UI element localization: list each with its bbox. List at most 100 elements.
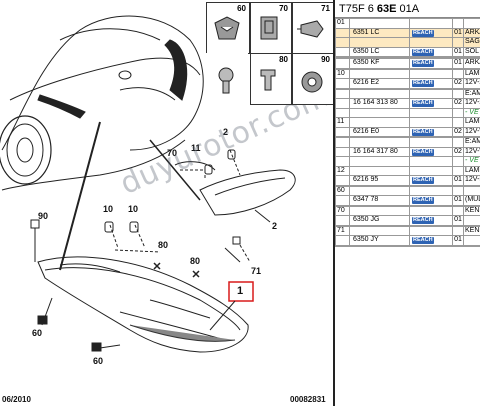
qty-cell: 02 <box>452 126 464 137</box>
part-number-cell[interactable]: 6350 JG <box>349 215 410 226</box>
ref-cell: 11 <box>335 117 350 128</box>
part-number-cell <box>349 107 410 118</box>
ref-cell <box>335 146 350 157</box>
part-number-cell <box>349 137 410 148</box>
ref-cell: 60 <box>335 185 350 196</box>
qty-cell <box>452 205 464 216</box>
description-cell <box>463 184 480 187</box>
description-cell <box>463 136 480 138</box>
callout-80-b: 80 <box>190 256 201 266</box>
description-cell: - VE YA <box>463 107 480 118</box>
clip-60-icon <box>214 16 240 40</box>
table-row <box>335 244 480 247</box>
description-cell: (MUL) K <box>463 195 480 206</box>
qty-cell <box>452 18 464 29</box>
part-number-cell[interactable]: 6350 KF <box>349 58 410 69</box>
description-cell <box>463 67 480 70</box>
reach-badge: REACH <box>412 148 434 156</box>
callout-71: 71 <box>251 266 262 276</box>
table-row: SAĞ <box>335 37 480 48</box>
part-number-cell[interactable]: 16 164 317 80 <box>349 146 410 157</box>
part-number-cell[interactable]: 6350 LC <box>349 46 410 57</box>
qty-cell <box>452 244 464 247</box>
ref-cell <box>335 215 350 226</box>
callout-60-b: 60 <box>93 356 104 366</box>
description-cell: LAMBA <box>463 68 480 79</box>
reach-cell: REACH <box>409 146 453 157</box>
qty-cell: 01 <box>452 215 464 226</box>
description-cell <box>463 185 480 196</box>
clip-cell-71[interactable]: 71 <box>292 2 334 54</box>
reach-cell <box>409 68 453 79</box>
part-number-cell <box>349 68 410 79</box>
description-cell <box>463 244 480 247</box>
qty-cell: 01 <box>452 175 464 186</box>
part-number-cell <box>349 165 410 176</box>
ref-cell: 70 <box>335 205 350 216</box>
description-cell: 12V-W16 <box>463 126 480 137</box>
clip-cell-60[interactable]: 60 <box>206 2 250 54</box>
table-row: 10LAMBA <box>335 68 480 79</box>
callout-2: 2 <box>272 221 278 231</box>
reach-cell <box>409 165 453 176</box>
callout-60-a: 60 <box>32 328 43 338</box>
part-number-cell[interactable]: 6347 78 <box>349 195 410 206</box>
qty-cell: 01 <box>452 235 464 246</box>
description-cell <box>463 204 480 207</box>
clip-inset-grid: 60 70 71 80 90 <box>206 2 334 105</box>
qty-cell <box>452 165 464 176</box>
reach-badge: REACH <box>412 80 434 87</box>
reach-cell <box>409 205 453 216</box>
table-row: 70KENET <box>335 205 480 216</box>
description-cell: E:AMPUL <box>463 88 480 99</box>
header-pre: T75F 6 <box>339 3 377 15</box>
part-number-cell[interactable]: 6350 JY <box>349 235 410 246</box>
reach-cell: REACH <box>409 215 453 226</box>
part-number-cell[interactable]: 6216 95 <box>349 175 410 186</box>
clip-cell-80[interactable]: 80 <box>250 53 292 105</box>
reach-badge: REACH <box>412 48 434 56</box>
reach-badge: REACH <box>412 197 434 204</box>
clip-cell-70[interactable]: 70 <box>250 2 292 54</box>
qty-cell: 02 <box>452 98 464 109</box>
reach-cell <box>409 107 453 118</box>
footer-code: 00082831 <box>290 395 326 404</box>
ref-cell <box>335 244 350 247</box>
part-number-cell[interactable]: 6216 E2 <box>349 78 410 89</box>
part-number-cell[interactable]: 6216 E0 <box>349 126 410 137</box>
clip-cell-90[interactable]: 90 <box>292 53 334 105</box>
qty-cell <box>452 117 464 128</box>
description-cell: SAĞ <box>463 37 480 48</box>
callout-1: 1 <box>237 285 244 297</box>
ref-cell <box>335 88 350 99</box>
qty-cell <box>452 225 464 236</box>
part-number-cell[interactable]: 6351 LC <box>349 27 410 38</box>
part-number-cell <box>349 225 410 236</box>
clip-71-icon <box>297 20 324 38</box>
qty-cell: 01 <box>452 195 464 206</box>
table-row[interactable]: 6351 LCREACH01ARKA LAMBA <box>335 27 480 38</box>
description-cell: E:AMPUL <box>463 137 480 148</box>
table-row[interactable]: 6350 KFREACH01ARKA S <box>335 58 480 69</box>
callout-70: 70 <box>167 148 178 158</box>
clip-label: 90 <box>321 55 330 64</box>
callout-10-b: 10 <box>128 204 139 214</box>
ref-cell <box>335 27 350 38</box>
reach-badge: REACH <box>412 100 434 107</box>
description-cell: KENET <box>463 225 480 236</box>
reach-cell: REACH <box>409 175 453 186</box>
part-number-cell <box>349 205 410 216</box>
footer-date: 06/2010 <box>2 395 31 404</box>
part-number-cell[interactable]: 16 164 313 80 <box>349 98 410 109</box>
description-cell: SOL <box>463 46 480 57</box>
